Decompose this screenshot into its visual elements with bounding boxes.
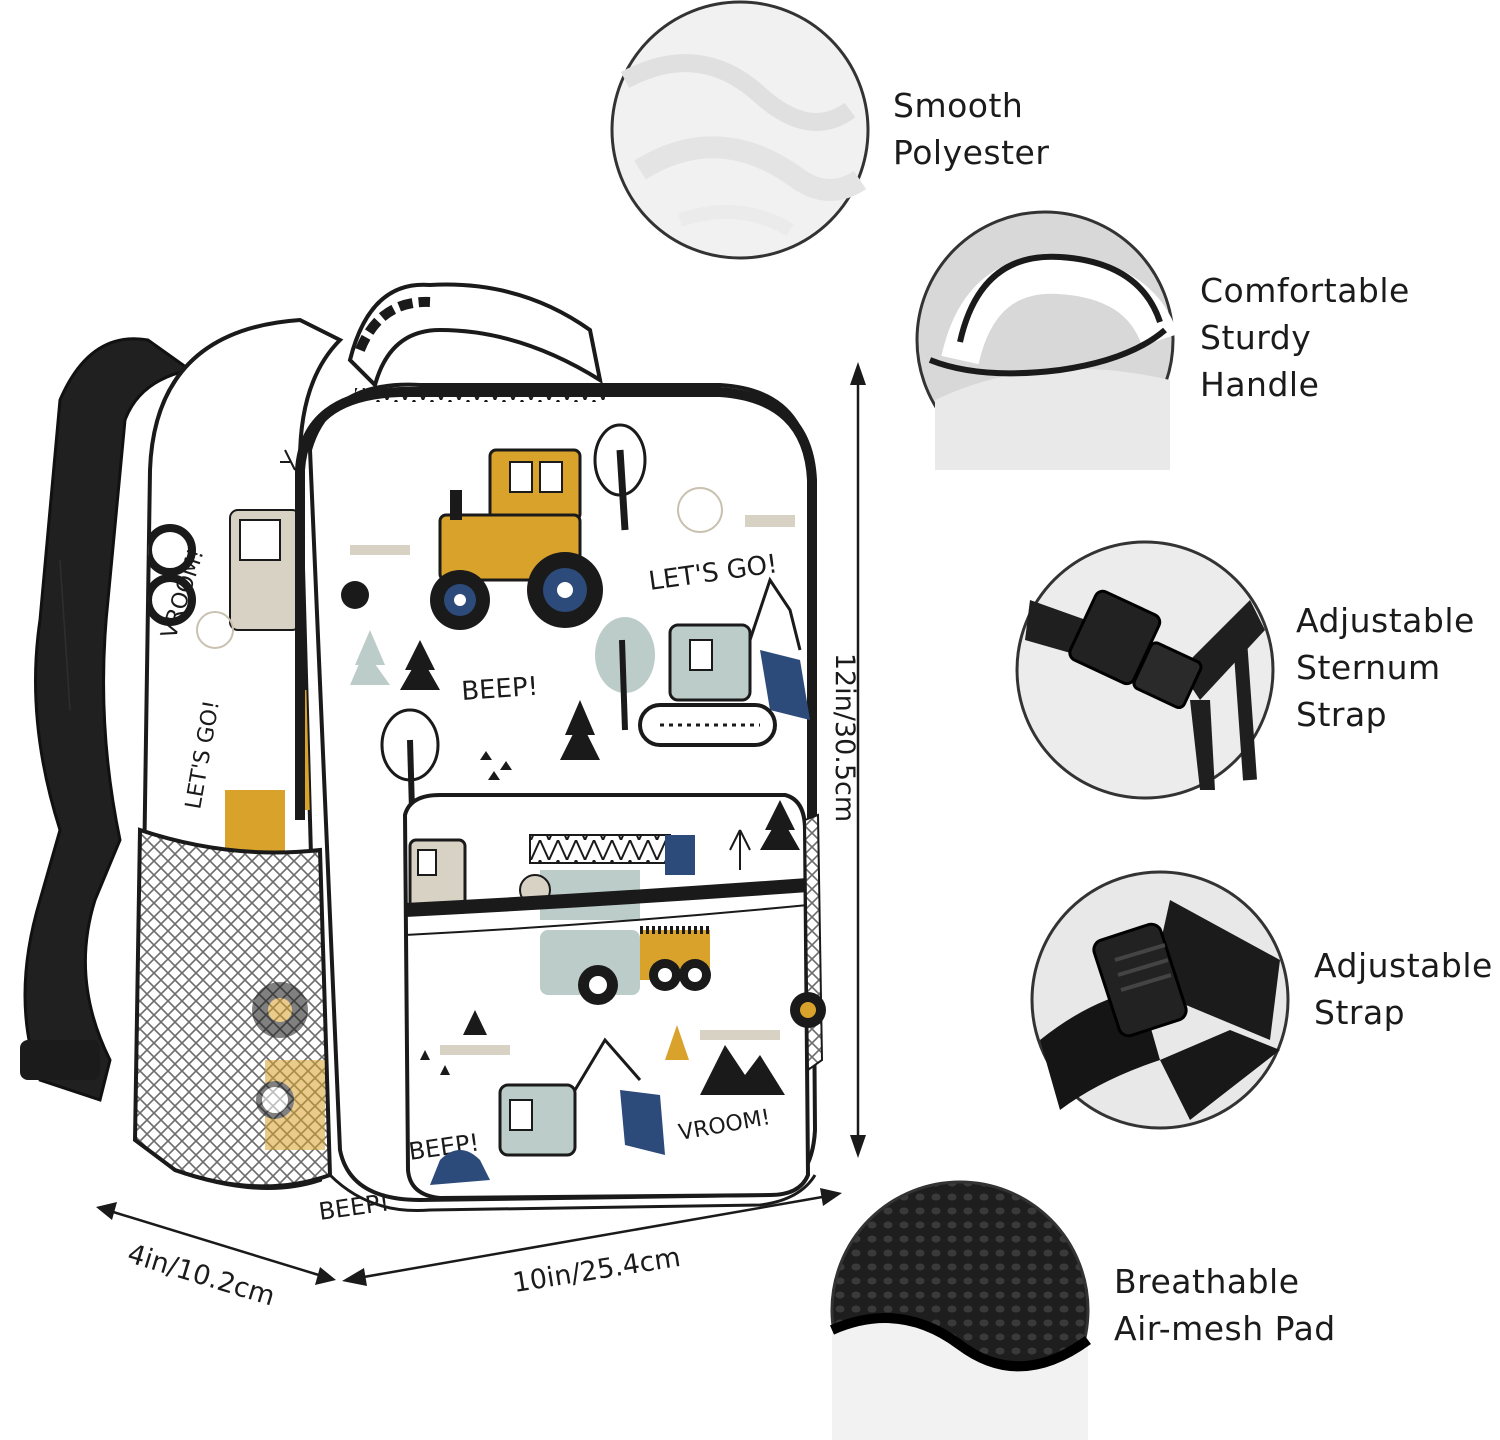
depth-dimension-arrow [96,1202,336,1285]
width-dimension-arrow [342,1188,842,1286]
feature-label-polyester: Smooth Polyester [893,86,1050,172]
height-dimension-arrow [850,362,866,1158]
fabric-closeup-icon [610,0,870,260]
height-dimension-label: 12in/30.5cm [829,652,861,823]
sternum-buckle-icon [1015,540,1275,800]
strap-buckle-icon [1030,870,1290,1130]
mesh-pad-icon [829,1180,1091,1440]
pocket-zipper [404,878,809,917]
pattern-text-beep: BEEP! [460,672,539,707]
pattern-text-beep-bottom: BEEP! [317,1188,391,1226]
feature-label-mesh-pad: Breathable Air-mesh Pad [1114,1262,1336,1348]
handle-closeup-icon [915,210,1179,470]
shoulder-strap [23,337,194,1102]
top-handle [347,282,603,389]
feature-label-handle: Comfortable Sturdy Handle [1200,271,1410,404]
tractor-print [430,448,603,630]
excavator-print [595,576,810,747]
feature-label-sternum-strap: Adjustable Sternum Strap [1296,601,1475,734]
feature-label-adjustable-strap: Adjustable Strap [1314,946,1493,1032]
